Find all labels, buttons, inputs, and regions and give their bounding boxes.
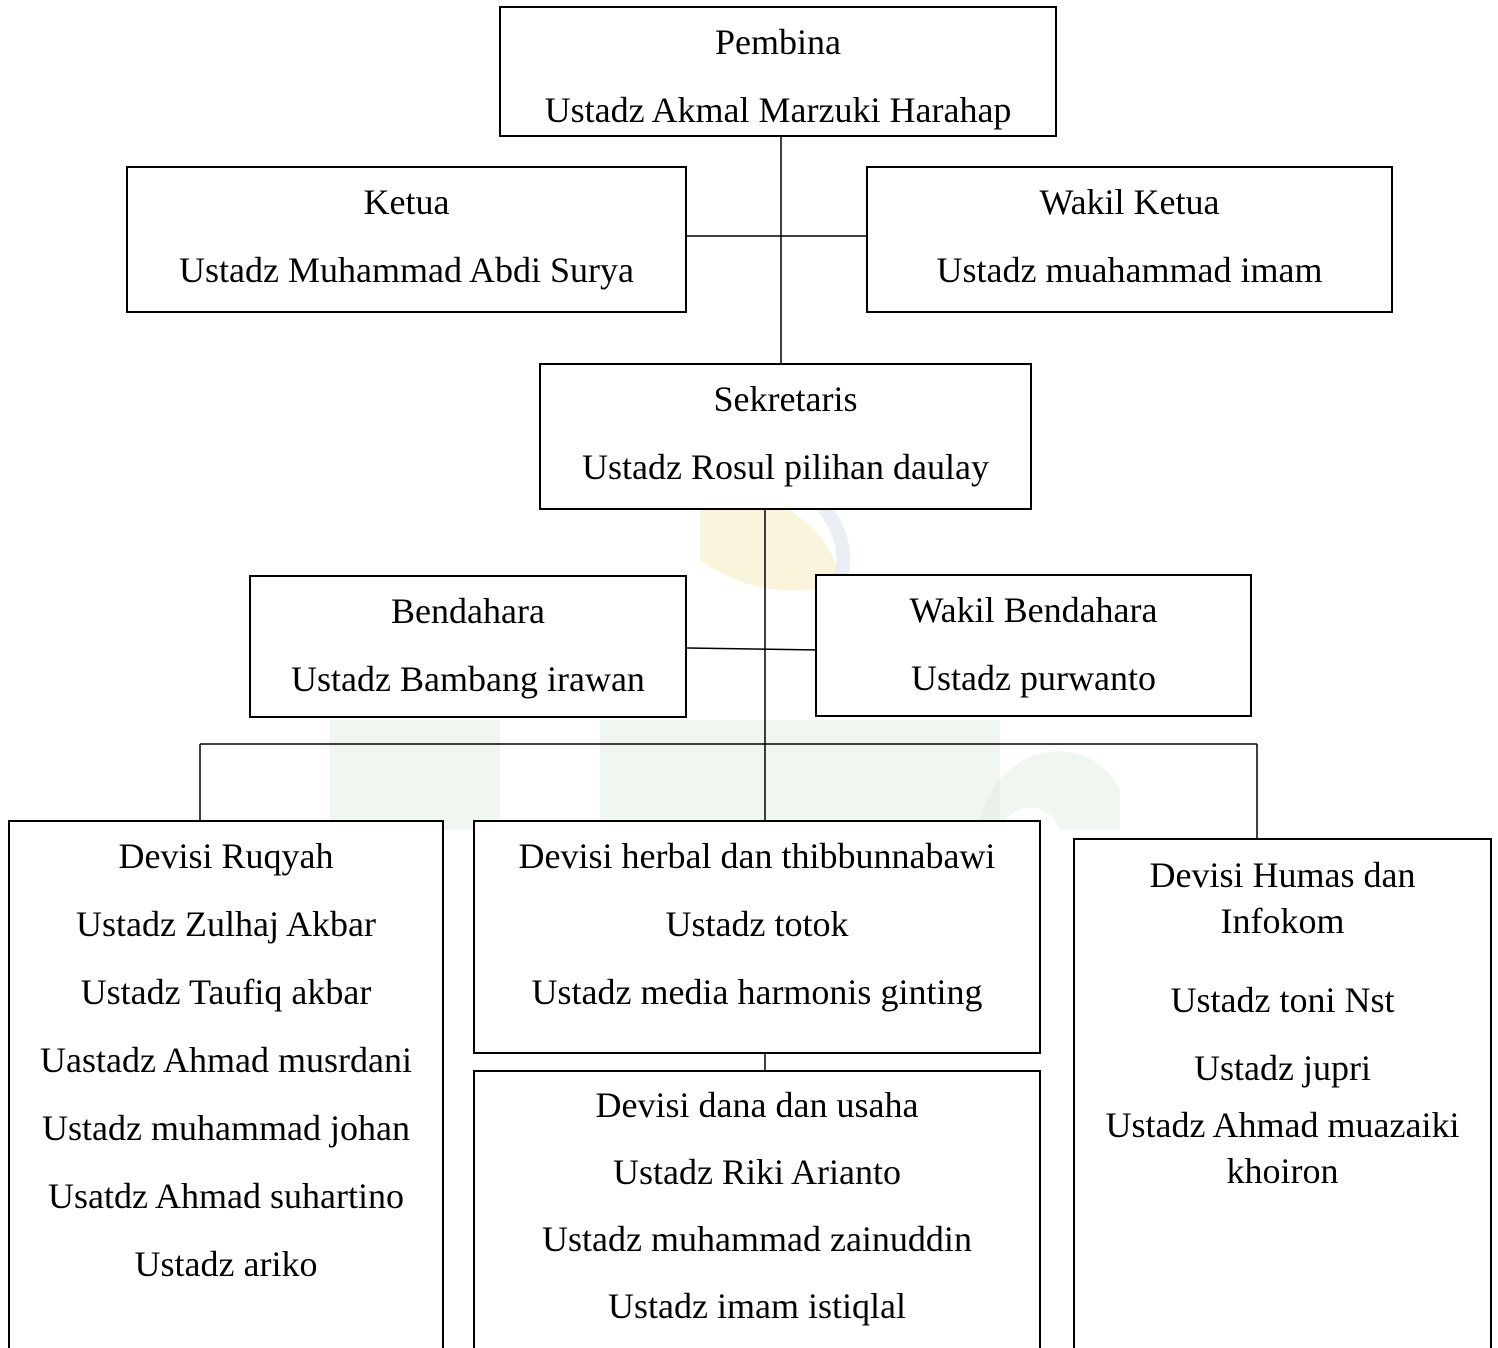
bendahara-role: Bendahara (391, 591, 545, 631)
divisi-ruqyah-role: Devisi Ruqyah (118, 836, 334, 876)
divisi-ruqyah-member: Usatdz Ahmad suhartino (48, 1176, 404, 1216)
divisi-dana-member: Ustadz imam istiqlal (608, 1286, 906, 1326)
sekretaris-box: Sekretaris Ustadz Rosul pilihan daulay (539, 363, 1032, 510)
connector-bendahara-wakil (686, 647, 821, 651)
wakil-bendahara-box: Wakil Bendahara Ustadz purwanto (815, 574, 1252, 717)
divisi-ruqyah-box: Devisi Ruqyah Ustadz Zulhaj Akbar Ustadz… (8, 820, 444, 1348)
divisi-herbal-role: Devisi herbal dan thibbunnabawi (518, 836, 996, 876)
divisi-humas-member: Ustadz Ahmad muazaiki khoiron (1105, 1105, 1460, 1191)
divisi-ruqyah-member: Ustadz muhammad johan (42, 1108, 410, 1148)
divisi-ruqyah-member: Ustadz Taufiq akbar (80, 972, 372, 1012)
divisi-herbal-member: Ustadz media harmonis ginting (531, 972, 983, 1012)
pembina-member: Ustadz Akmal Marzuki Harahap (544, 90, 1012, 130)
wakil-ketua-role: Wakil Ketua (1039, 182, 1220, 222)
bendahara-member: Ustadz Bambang irawan (291, 659, 645, 699)
pembina-box: Pembina Ustadz Akmal Marzuki Harahap (499, 6, 1057, 137)
sekretaris-role: Sekretaris (713, 379, 858, 419)
divisi-dana-member: Ustadz Riki Arianto (613, 1152, 901, 1192)
divisi-herbal-box: Devisi herbal dan thibbunnabawi Ustadz t… (473, 820, 1041, 1054)
ketua-member: Ustadz Muhammad Abdi Surya (179, 250, 634, 290)
divisi-dana-role: Devisi dana dan usaha (595, 1085, 919, 1125)
divisi-ruqyah-member: Ustadz ariko (134, 1244, 318, 1284)
wakil-bendahara-member: Ustadz purwanto (911, 658, 1156, 698)
divisi-dana-member: Ustadz muhammad zainuddin (542, 1219, 972, 1259)
divisi-humas-box: Devisi Humas dan Infokom Ustadz toni Nst… (1073, 838, 1492, 1348)
sekretaris-member: Ustadz Rosul pilihan daulay (582, 447, 989, 487)
divisi-humas-member: Ustadz jupri (1194, 1048, 1371, 1088)
wakil-ketua-member: Ustadz muahammad imam (936, 250, 1323, 290)
pembina-role: Pembina (715, 22, 841, 62)
ketua-box: Ketua Ustadz Muhammad Abdi Surya (126, 166, 687, 313)
divisi-dana-box: Devisi dana dan usaha Ustadz Riki Ariant… (473, 1070, 1041, 1348)
wakil-ketua-box: Wakil Ketua Ustadz muahammad imam (866, 166, 1393, 313)
divisi-ruqyah-member: Uastadz Ahmad musrdani (40, 1040, 412, 1080)
divisi-humas-member: Ustadz toni Nst (1170, 980, 1395, 1020)
divisi-ruqyah-member: Ustadz Zulhaj Akbar (76, 904, 376, 944)
divisi-humas-role: Devisi Humas dan Infokom (1149, 855, 1416, 941)
ketua-role: Ketua (363, 182, 450, 222)
wakil-bendahara-role: Wakil Bendahara (909, 590, 1158, 630)
divisi-herbal-member: Ustadz totok (665, 904, 849, 944)
bendahara-box: Bendahara Ustadz Bambang irawan (249, 575, 687, 718)
